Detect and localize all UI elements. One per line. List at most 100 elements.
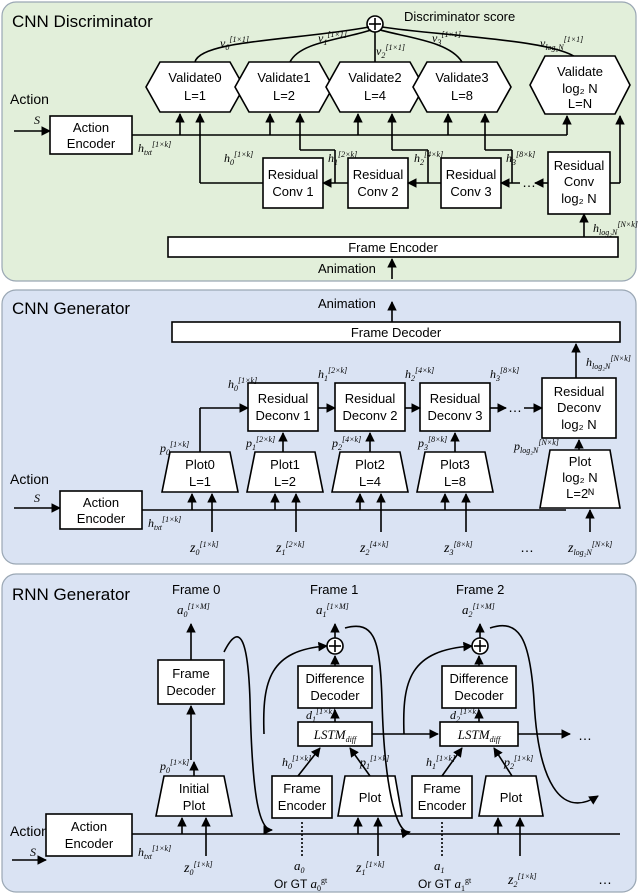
validate-0: Validate0 L=1 xyxy=(145,61,245,113)
difference-decoder-1: Difference Decoder xyxy=(297,665,373,709)
svg-text:Conv 1: Conv 1 xyxy=(272,184,313,199)
svg-text:Validate0: Validate0 xyxy=(168,70,221,85)
svg-text:Residual: Residual xyxy=(268,167,319,182)
svg-text:Deconv: Deconv xyxy=(557,400,602,415)
svg-text:a1: a1 xyxy=(434,858,445,875)
svg-text:Plot: Plot xyxy=(500,790,523,805)
svg-text:log₂ N: log₂ N xyxy=(561,191,596,206)
svg-text:L=4: L=4 xyxy=(359,474,381,489)
validate-3: Validate3 L=8 xyxy=(412,61,512,113)
svg-text:log₂ N: log₂ N xyxy=(562,470,597,485)
initial-plot: Initial Plot xyxy=(155,775,233,817)
svg-text:Action: Action xyxy=(83,495,119,510)
svg-text:Or GT a1gt: Or GT a1gt xyxy=(418,876,472,893)
svg-text:Encoder: Encoder xyxy=(65,836,114,851)
difference-decoder-2: Difference Decoder xyxy=(441,665,517,709)
disc-action-label: Action xyxy=(10,91,49,107)
svg-text:L=8: L=8 xyxy=(444,474,466,489)
residual-deconv-3: Residual Deconv 3 xyxy=(419,382,491,432)
svg-text:Frame: Frame xyxy=(423,781,461,796)
validate-1: Validate1 L=2 xyxy=(234,61,334,113)
svg-text:Residual: Residual xyxy=(554,158,605,173)
disc-frame-encoder: Frame Encoder xyxy=(167,236,619,258)
svg-text:…: … xyxy=(520,539,534,555)
rnn-action-label: Action xyxy=(10,823,49,839)
svg-text:Encoder: Encoder xyxy=(418,798,467,813)
validate-log2n: Validate log₂ N L=N xyxy=(529,55,631,115)
svg-text:Validate3: Validate3 xyxy=(435,70,488,85)
svg-text:Validate1: Validate1 xyxy=(257,70,310,85)
svg-text:Initial: Initial xyxy=(179,781,209,796)
svg-text:Validate2: Validate2 xyxy=(348,70,401,85)
svg-text:Encoder: Encoder xyxy=(77,511,126,526)
gen-animation-label: Animation xyxy=(318,296,376,311)
svg-text:Residual: Residual xyxy=(554,384,605,399)
svg-text:Residual: Residual xyxy=(446,167,497,182)
residual-conv-2: Residual Conv 2 xyxy=(347,157,409,209)
frame-1-label: Frame 1 xyxy=(310,582,358,597)
svg-text:Plot3: Plot3 xyxy=(440,457,470,472)
frame-encoder-1: Frame Encoder xyxy=(271,775,333,819)
residual-deconv-log2n: Residual Deconv log₂ N xyxy=(541,377,617,439)
disc-animation-label: Animation xyxy=(318,261,376,276)
svg-text:Residual: Residual xyxy=(430,391,481,406)
svg-text:L=2: L=2 xyxy=(273,88,295,103)
svg-text:log₂ N: log₂ N xyxy=(561,417,596,432)
svg-text:Difference: Difference xyxy=(449,671,508,686)
svg-text:Conv 2: Conv 2 xyxy=(357,184,398,199)
svg-text:Decoder: Decoder xyxy=(166,683,216,698)
rnn-action-encoder: Action Encoder xyxy=(45,813,133,857)
svg-text:Frame: Frame xyxy=(172,666,210,681)
lstm-diff-2: LSTMdiff xyxy=(439,721,519,747)
cnn-generator-panel xyxy=(1,289,637,565)
gen-action-label: Action xyxy=(10,471,49,487)
frame-encoder-2: Frame Encoder xyxy=(411,775,473,819)
svg-text:…: … xyxy=(522,174,536,190)
svg-text:Decoder: Decoder xyxy=(454,688,504,703)
svg-text:LSTMdiff: LSTMdiff xyxy=(457,727,502,744)
svg-text:Conv 3: Conv 3 xyxy=(450,184,491,199)
svg-text:L=1: L=1 xyxy=(189,474,211,489)
disc-action-encoder: Action Encoder xyxy=(49,115,133,155)
svg-text:Plot2: Plot2 xyxy=(355,457,385,472)
residual-deconv-2: Residual Deconv 2 xyxy=(334,382,406,432)
svg-text:Deconv 3: Deconv 3 xyxy=(428,408,483,423)
rnn-frame-decoder: Frame Decoder xyxy=(157,659,225,705)
residual-conv-log2n: Residual Conv log₂ N xyxy=(547,151,611,215)
svg-text:LSTMdiff: LSTMdiff xyxy=(313,727,358,744)
svg-text:Deconv 1: Deconv 1 xyxy=(256,408,311,423)
svg-text:…: … xyxy=(508,399,522,415)
svg-text:Decoder: Decoder xyxy=(310,688,360,703)
discriminator-title: CNN Discriminator xyxy=(12,12,153,31)
validate-2: Validate2 L=4 xyxy=(325,61,425,113)
svg-text:…: … xyxy=(578,727,592,743)
svg-text:Frame Encoder: Frame Encoder xyxy=(348,240,438,255)
svg-text:Residual: Residual xyxy=(258,391,309,406)
plot-rnn-2: Plot xyxy=(478,775,544,817)
svg-text:Or GT a0gt: Or GT a0gt xyxy=(274,876,328,893)
gen-frame-decoder: Frame Decoder xyxy=(171,321,621,343)
rnn-generator-title: RNN Generator xyxy=(12,585,130,604)
svg-text:Validate: Validate xyxy=(557,64,603,79)
svg-text:S: S xyxy=(30,845,36,859)
svg-text:Residual: Residual xyxy=(345,391,396,406)
svg-text:L=N: L=N xyxy=(568,96,592,111)
svg-text:L=8: L=8 xyxy=(451,88,473,103)
svg-text:Residual: Residual xyxy=(353,167,404,182)
discriminator-score-label: Discriminator score xyxy=(404,9,515,24)
plot-log2n: Plot log₂ N L=2ᴺ xyxy=(539,449,621,509)
plot-rnn-1: Plot xyxy=(337,775,403,817)
plot-1: Plot1 L=2 xyxy=(246,451,324,493)
svg-text:Difference: Difference xyxy=(305,671,364,686)
svg-text:Encoder: Encoder xyxy=(278,798,327,813)
lstm-diff-1: LSTMdiff xyxy=(297,721,373,747)
svg-text:Frame: Frame xyxy=(283,781,321,796)
svg-text:a0: a0 xyxy=(294,858,305,875)
svg-text:L=4: L=4 xyxy=(364,88,386,103)
svg-text:S: S xyxy=(34,491,40,505)
svg-text:Plot0: Plot0 xyxy=(185,457,215,472)
plot-0: Plot0 L=1 xyxy=(161,451,239,493)
svg-text:Conv: Conv xyxy=(564,174,595,189)
residual-deconv-1: Residual Deconv 1 xyxy=(247,382,319,432)
